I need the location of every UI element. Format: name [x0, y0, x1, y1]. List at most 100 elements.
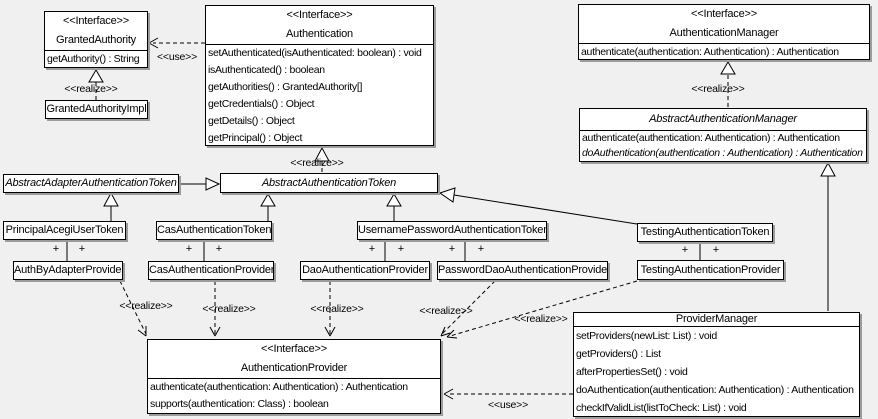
realize-edge-authbyadapterprovider — [119, 280, 147, 335]
class-stereotype: <<Interface>> — [691, 8, 757, 20]
method-getdetails: getDetails() : Object — [208, 115, 295, 127]
class-title-compartment: <<Interface>> GrantedAuthority — [45, 12, 147, 51]
method-authenticate: authenticate(authentication: Authenticat… — [150, 381, 408, 393]
class-name: CasAuthenticationToken — [157, 224, 272, 236]
stereotype-label-use: <<use>> — [157, 51, 197, 63]
stereotype-label-use: <<use>> — [488, 399, 528, 411]
hollow-triangle-arrowhead — [205, 177, 221, 191]
class-authentication-manager: <<Interface>> AuthenticationManager auth… — [578, 4, 870, 60]
stereotype-label-realize: <<realize>> — [691, 83, 744, 95]
hollow-triangle-arrowhead — [314, 146, 330, 162]
class-name: AuthenticationManager — [669, 27, 779, 39]
hollow-triangle-arrowhead — [88, 69, 104, 83]
class-dao-authentication-provider: DaoAuthenticationProvider — [300, 261, 430, 280]
class-stereotype: <<Interface>> — [261, 343, 327, 355]
plus-label: + — [449, 243, 455, 255]
method-authenticate: authenticate(authentication: Authenticat… — [582, 132, 840, 144]
method-setproviders: setProviders(newList: List) : void — [576, 330, 717, 342]
class-abstract-authentication-manager: AbstractAuthenticationManager authentica… — [579, 108, 867, 162]
hollow-triangle-arrowhead — [720, 61, 736, 75]
stereotype-label-realize: <<realize>> — [202, 303, 255, 315]
class-name: TestingAuthenticationToken — [640, 226, 770, 238]
plus-label: + — [369, 243, 375, 255]
class-name: GrantedAuthorityImpl — [46, 103, 147, 115]
hollow-triangle-arrowhead — [103, 191, 119, 207]
method-doauthentication: doAuthentication(authentication: Authent… — [576, 384, 854, 396]
method-setauthenticated: setAuthenticated(isAuthenticated: boolea… — [208, 47, 422, 59]
class-name: AbstractAdapterAuthenticationToken — [5, 177, 177, 189]
stereotype-label-realize: <<realize>> — [419, 305, 472, 317]
open-arrowhead — [446, 329, 458, 339]
class-name: PasswordDaoAuthenticationProvider — [438, 264, 608, 276]
open-arrowhead — [148, 37, 159, 49]
class-methods-compartment: authenticate(authentication: Authenticat… — [579, 44, 869, 59]
stereotype-label-realize: <<realize>> — [514, 313, 567, 325]
plus-label: + — [682, 244, 688, 256]
plus-label: + — [79, 243, 85, 255]
class-cas-authentication-provider: CasAuthenticationProvider — [148, 261, 274, 280]
class-granted-authority: <<Interface>> GrantedAuthority getAuthor… — [44, 11, 148, 68]
class-testing-authentication-token: TestingAuthenticationToken — [637, 223, 773, 242]
stereotype-label-realize: <<realize>> — [290, 157, 343, 169]
class-cas-authentication-token: CasAuthenticationToken — [156, 221, 272, 240]
method-getauthorities: getAuthorities() : GrantedAuthority[] — [208, 81, 363, 93]
open-arrowhead — [440, 326, 451, 337]
hollow-triangle-arrowhead — [386, 193, 402, 207]
class-auth-by-adapter-provider: AuthByAdapterProvider — [13, 261, 123, 280]
method-supports: supports(authentication: Class) : boolea… — [150, 398, 329, 410]
class-methods-compartment: authenticate(authentication: Authenticat… — [148, 379, 440, 413]
class-title-compartment: <<Interface>> AuthenticationManager — [579, 5, 869, 44]
class-name: ProviderManager — [675, 313, 758, 325]
class-methods-compartment: getAuthority() : String — [45, 51, 147, 67]
class-name: DaoAuthenticationProvider — [302, 264, 428, 276]
stereotype-label-realize: <<realize>> — [64, 83, 117, 95]
class-name: GrantedAuthority — [56, 34, 136, 46]
class-password-dao-authentication-provider: PasswordDaoAuthenticationProvider — [437, 261, 608, 280]
open-arrowhead — [443, 388, 454, 400]
class-title-compartment: <<Interface>> Authentication — [206, 6, 433, 45]
class-stereotype: <<Interface>> — [286, 9, 353, 21]
stereotype-label-realize: <<realize>> — [119, 300, 172, 312]
realize-edge-passworddaoauthenticationprovider — [441, 280, 496, 335]
class-abstract-adapter-authentication-token: AbstractAdapterAuthenticationToken — [3, 174, 179, 193]
plus-label: + — [713, 244, 719, 256]
hollow-triangle-arrowhead — [438, 187, 456, 203]
stereotype-label-realize: <<realize>> — [310, 303, 363, 315]
class-name: AuthenticationProvider — [240, 362, 348, 374]
class-name: AbstractAuthenticationManager — [649, 113, 797, 125]
class-principal-acegi-user-token: PrincipalAcegiUserToken — [3, 221, 126, 240]
class-stereotype: <<Interface>> — [63, 15, 129, 27]
method-afterpropertiesset: afterPropertiesSet() : void — [576, 366, 688, 378]
plus-label: + — [398, 243, 404, 255]
class-methods-compartment: setAuthenticated(isAuthenticated: boolea… — [206, 45, 433, 145]
class-testing-authentication-provider: TestingAuthenticationProvider — [637, 260, 784, 280]
method-getcredentials: getCredentials() : Object — [208, 98, 315, 110]
class-title-compartment: ProviderManager — [574, 313, 859, 327]
method-getprincipal: getPrincipal() : Object — [208, 132, 303, 144]
class-title-compartment: AbstractAuthenticationManager — [580, 109, 866, 131]
open-arrowhead — [324, 326, 336, 337]
class-name: CasAuthenticationProvider — [149, 264, 274, 276]
class-provider-manager: ProviderManager setProviders(newList: Li… — [573, 312, 860, 417]
class-name: AuthByAdapterProvider — [14, 264, 123, 276]
class-name: UsernamePasswordAuthenticationToken — [358, 224, 547, 236]
method-getproviders: getProviders() : List — [576, 348, 661, 360]
class-authentication: <<Interface>> Authentication setAuthenti… — [205, 5, 434, 146]
class-name: AbstractAuthenticationToken — [261, 177, 397, 189]
class-name: TestingAuthenticationProvider — [640, 264, 781, 276]
plus-label: + — [53, 243, 59, 255]
realize-edge-testingauthenticationprovider — [449, 280, 638, 337]
open-arrowhead — [137, 326, 147, 337]
class-granted-authority-impl: GrantedAuthorityImpl — [45, 100, 148, 119]
class-name: PrincipalAcegiUserToken — [5, 224, 124, 236]
class-username-password-authentication-token: UsernamePasswordAuthenticationToken — [357, 221, 547, 240]
class-abstract-authentication-token: AbstractAuthenticationToken — [220, 173, 438, 193]
class-methods-compartment: authenticate(authentication: Authenticat… — [580, 131, 866, 161]
plus-label: + — [216, 243, 222, 255]
method-checkifvalidlist: checkIfValidList(listToCheck: List) : vo… — [576, 402, 747, 414]
method-isauthenticated: isAuthenticated() : boolean — [208, 64, 325, 76]
method-doauthentication: doAuthentication(authentication : Authen… — [582, 147, 863, 159]
plus-label: + — [478, 243, 484, 255]
